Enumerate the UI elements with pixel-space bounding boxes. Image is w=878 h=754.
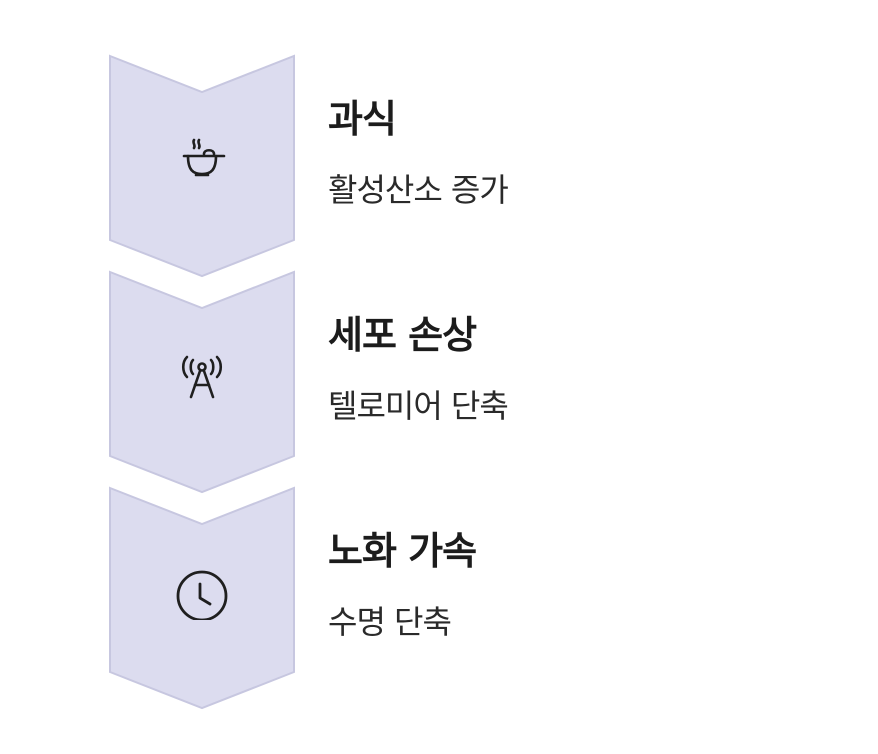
step-3-title: 노화 가속 xyxy=(328,529,477,573)
step-1-chevron xyxy=(109,54,295,278)
step-3-text: 노화 가속 수명 단축 xyxy=(328,532,828,638)
chevron-shape xyxy=(109,270,295,494)
steaming-bowl-icon xyxy=(182,138,226,177)
radio-tower-icon xyxy=(181,355,223,399)
step-2-chevron xyxy=(109,270,295,494)
chevron-shape xyxy=(109,54,295,278)
step-1-text: 과식 활성산소 증가 xyxy=(328,100,828,206)
step-2-title: 세포 손상 xyxy=(328,313,477,357)
step-2-text: 세포 손상 텔로미어 단축 xyxy=(328,316,828,422)
step-2-description: 텔로미어 단축 xyxy=(328,387,509,425)
step-1-description: 활성산소 증가 xyxy=(328,171,509,209)
step-3-description: 수명 단축 xyxy=(328,603,452,641)
step-3-chevron xyxy=(109,486,295,710)
clock-icon xyxy=(176,570,228,620)
step-1-title: 과식 xyxy=(328,97,397,141)
